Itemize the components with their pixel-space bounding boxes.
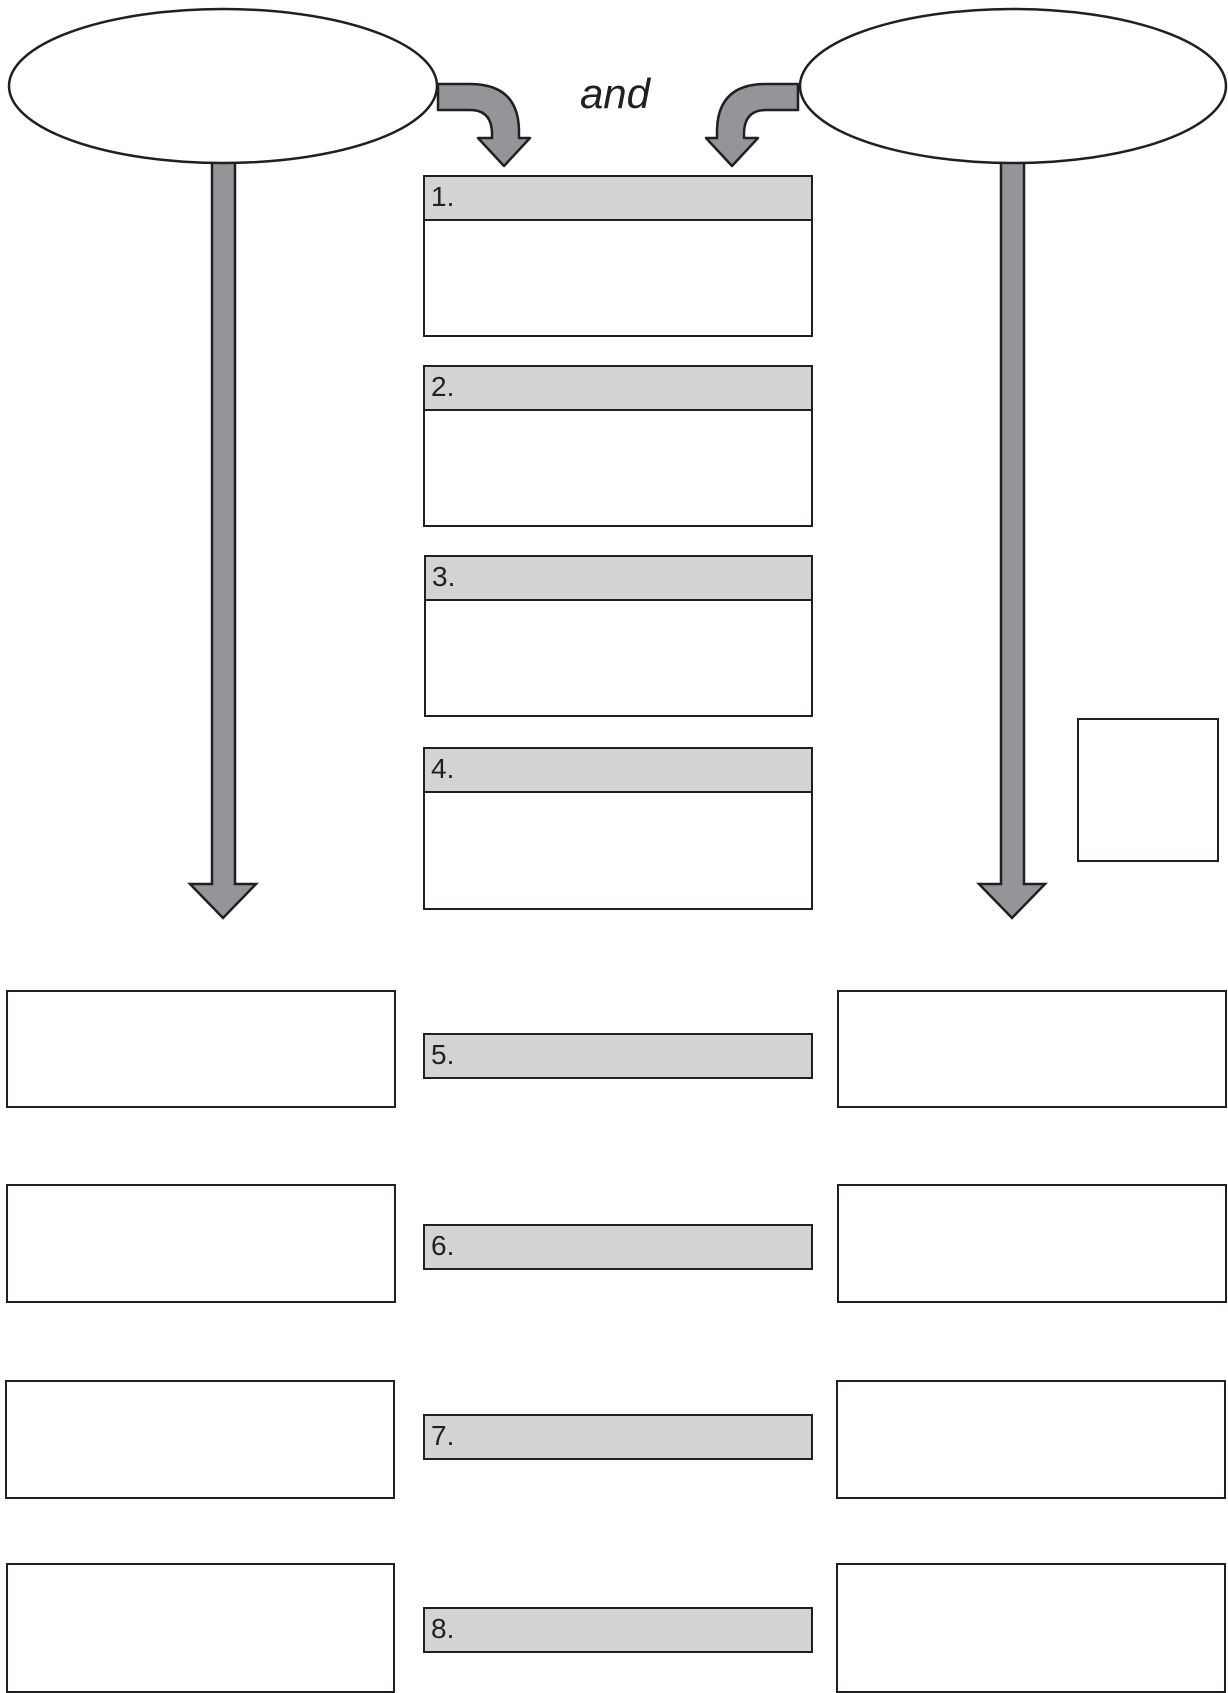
comparison-6-label: 6. (423, 1224, 813, 1270)
step-3-header: 3. (424, 555, 813, 601)
step-3-answer-box[interactable] (424, 599, 813, 717)
comparison-7-left-box[interactable] (5, 1380, 395, 1499)
comparison-7-label: 7. (423, 1414, 813, 1460)
step-4-header: 4. (423, 747, 813, 793)
left-concept-oval (9, 9, 437, 163)
step-2-answer-box[interactable] (423, 409, 813, 527)
left-down-arrow (190, 160, 256, 918)
right-curved-arrow (706, 84, 798, 166)
step-2-header: 2. (423, 365, 813, 411)
left-curved-arrow (438, 84, 530, 166)
comparison-8-left-box[interactable] (6, 1563, 395, 1693)
step-1-answer-box[interactable] (423, 219, 813, 337)
step-1-header: 1. (423, 175, 813, 221)
icon-frame (1077, 718, 1219, 862)
comparison-7-right-box[interactable] (836, 1380, 1226, 1499)
comparison-5-left-box[interactable] (6, 990, 396, 1108)
step-4-answer-box[interactable] (423, 791, 813, 910)
comparison-5-label: 5. (423, 1033, 813, 1079)
comparison-8-right-box[interactable] (836, 1563, 1226, 1693)
comparison-8-label: 8. (423, 1607, 813, 1653)
comparison-6-left-box[interactable] (6, 1184, 396, 1303)
comparison-6-right-box[interactable] (837, 1184, 1227, 1303)
comparison-5-right-box[interactable] (837, 990, 1227, 1108)
connector-word: and (560, 70, 670, 118)
right-concept-oval (800, 9, 1226, 163)
right-down-arrow (979, 160, 1045, 918)
